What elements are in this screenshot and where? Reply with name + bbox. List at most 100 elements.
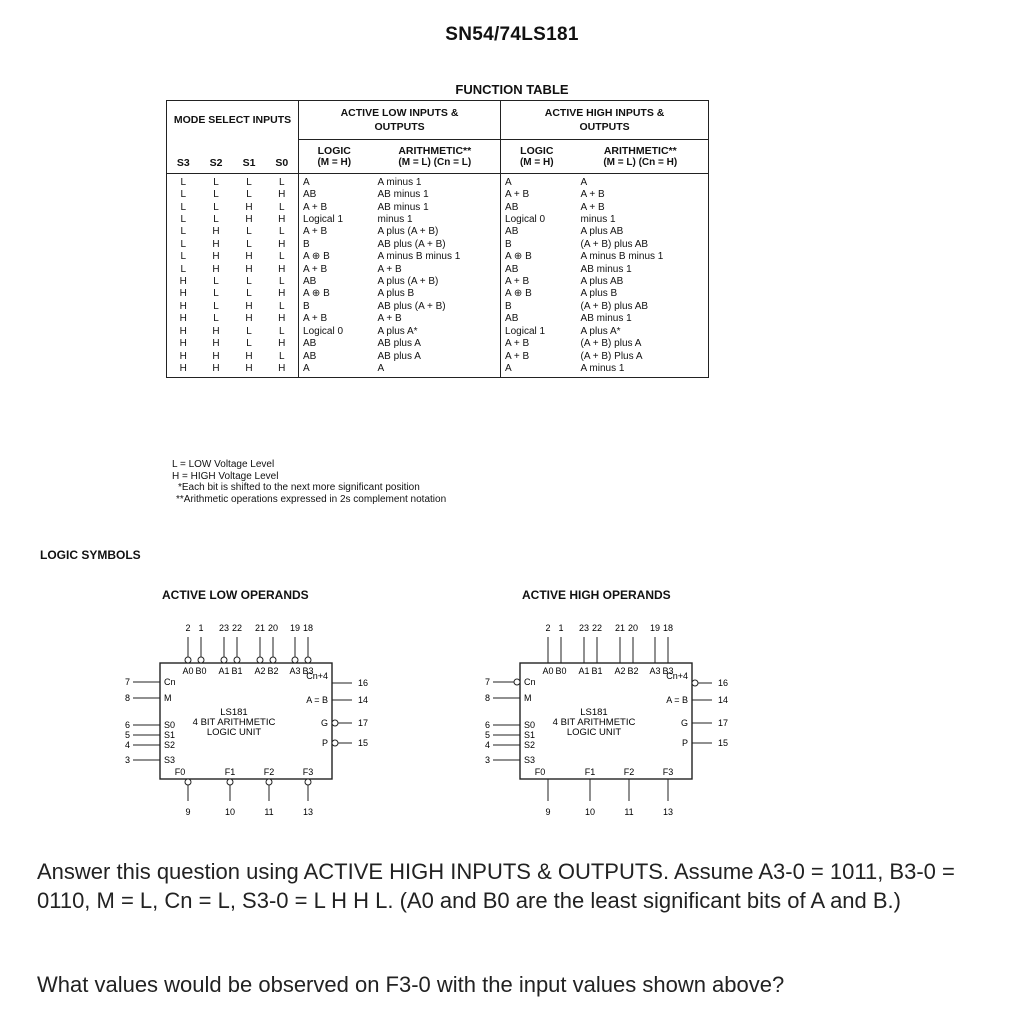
s3-cell: H: [166, 300, 200, 314]
right-pin-label: G: [321, 718, 328, 728]
active-high-arith-cell: (A + B) plus AB: [572, 238, 710, 252]
active-high-header: ACTIVE HIGH INPUTS & OUTPUTS: [500, 100, 710, 140]
s1-cell: H: [245, 313, 253, 325]
active-low-logic-header: LOGIC: [298, 139, 370, 158]
right-pin-label: P: [682, 738, 688, 748]
bottom-pin-label: F1: [225, 767, 236, 777]
active-low-operands-label: ACTIVE LOW OPERANDS: [162, 588, 309, 602]
inversion-bubble: [331, 739, 339, 747]
active-low-logic-cell: Logical 0: [303, 325, 344, 337]
active-high-logic-sub: (M = H): [500, 157, 573, 174]
s3-cell: H: [166, 288, 200, 301]
active-high-logic-cell: AB: [505, 201, 519, 213]
inversion-bubble: [331, 719, 339, 727]
bottom-pin-label: F0: [535, 767, 546, 777]
active-high-logic-cell: AB: [505, 226, 519, 238]
left-pin-label: S2: [524, 740, 535, 750]
top-pin-number: 21: [615, 623, 625, 633]
s0-cell: L: [265, 350, 300, 363]
s0-cell: L: [265, 173, 300, 190]
s0-cell: H: [265, 313, 300, 326]
top-pin-number: 21: [255, 623, 265, 633]
top-pin-number: 1: [558, 623, 563, 633]
active-low-logic-cell: Logical 1: [303, 214, 344, 226]
top-pin-label: B2: [267, 666, 278, 676]
chip-name: LS181: [220, 707, 247, 718]
active-high-logic-cell: A + B: [505, 338, 530, 350]
s2-cell: H: [199, 362, 233, 379]
s2-cell: H: [212, 226, 220, 238]
s0-cell: H: [265, 189, 300, 202]
left-pin-number: 4: [485, 740, 490, 750]
active-low-logic-cell: A + B: [303, 313, 328, 325]
note-arith: **Arithmetic operations expressed in 2s …: [176, 493, 447, 505]
left-pin-number: 3: [125, 755, 130, 765]
active-high-operands-label: ACTIVE HIGH OPERANDS: [522, 588, 671, 602]
left-pin-label: S3: [524, 755, 535, 765]
s0-cell: H: [265, 263, 300, 277]
active-high-logic-cell: B: [505, 300, 512, 312]
logic-symbols-title: LOGIC SYMBOLS: [40, 548, 141, 562]
s1-cell: H: [245, 214, 253, 226]
active-low-arith-sub: (M = L) (Cn = L): [369, 157, 502, 174]
bottom-pin-number: 11: [624, 807, 633, 817]
bottom-pin-number: 13: [663, 807, 673, 817]
active-low-arith-cell: AB minus 1: [369, 201, 502, 215]
s3-cell: H: [166, 338, 200, 351]
note-low: L = LOW Voltage Level: [172, 459, 275, 470]
s3-cell: H: [166, 350, 200, 363]
top-pin-label: A1: [218, 666, 229, 676]
top-pin-number: 2: [185, 623, 190, 633]
left-pin-label: M: [524, 693, 532, 703]
s1-cell: H: [245, 300, 253, 312]
left-pin-number: 6: [485, 720, 490, 730]
s2-cell: H: [212, 263, 220, 275]
s2-cell: H: [212, 238, 220, 250]
active-low-arith-cell: AB plus A: [369, 350, 502, 363]
left-pin-number: 7: [125, 677, 130, 687]
inversion-bubble: [184, 778, 192, 786]
left-pin-number: 3: [485, 755, 490, 765]
active-low-logic-cell: A: [298, 362, 370, 379]
active-low-logic-cell: A ⊕ B: [303, 288, 330, 300]
active-high-logic-cell: Logical 1: [505, 325, 546, 337]
top-pin-number: 22: [232, 623, 242, 633]
left-pin-number: 8: [485, 693, 490, 703]
s2-header: S2: [199, 157, 233, 174]
s1-cell: H: [245, 263, 253, 275]
question-text: Answer this question using ACTIVE HIGH I…: [37, 859, 955, 913]
active-low-arith-cell: minus 1: [369, 214, 502, 227]
active-high-arith-cell: A plus AB: [572, 276, 710, 289]
top-pin-number: 19: [290, 623, 300, 633]
left-pin-label: S2: [164, 740, 175, 750]
top-pin-label: A0: [542, 666, 553, 676]
left-pin-label: S1: [164, 730, 175, 740]
inversion-bubble: [256, 656, 264, 664]
s2-cell: L: [213, 288, 219, 300]
left-pin-number: 6: [125, 720, 130, 730]
right-pin-number: 16: [718, 678, 728, 688]
active-high-logic-header: LOGIC: [500, 139, 573, 158]
active-high-logic-cell: AB: [505, 263, 519, 275]
s1-cell: L: [246, 288, 252, 300]
active-high-arith-cell: A minus B minus 1: [572, 251, 710, 264]
top-pin-label: B1: [591, 666, 602, 676]
active-low-arith-cell: A: [369, 362, 502, 379]
active-high-arith-cell: A minus 1: [572, 362, 710, 379]
chip-description: 4 BIT ARITHMETIC: [193, 717, 276, 728]
table-notes: L = LOW Voltage Level H = HIGH Voltage L…: [172, 459, 446, 505]
right-pin-label: G: [681, 718, 688, 728]
active-low-arith-cell: A plus (A + B): [369, 276, 502, 289]
inversion-bubble: [233, 656, 241, 664]
inversion-bubble: [265, 778, 273, 786]
top-pin-label: B2: [627, 666, 638, 676]
